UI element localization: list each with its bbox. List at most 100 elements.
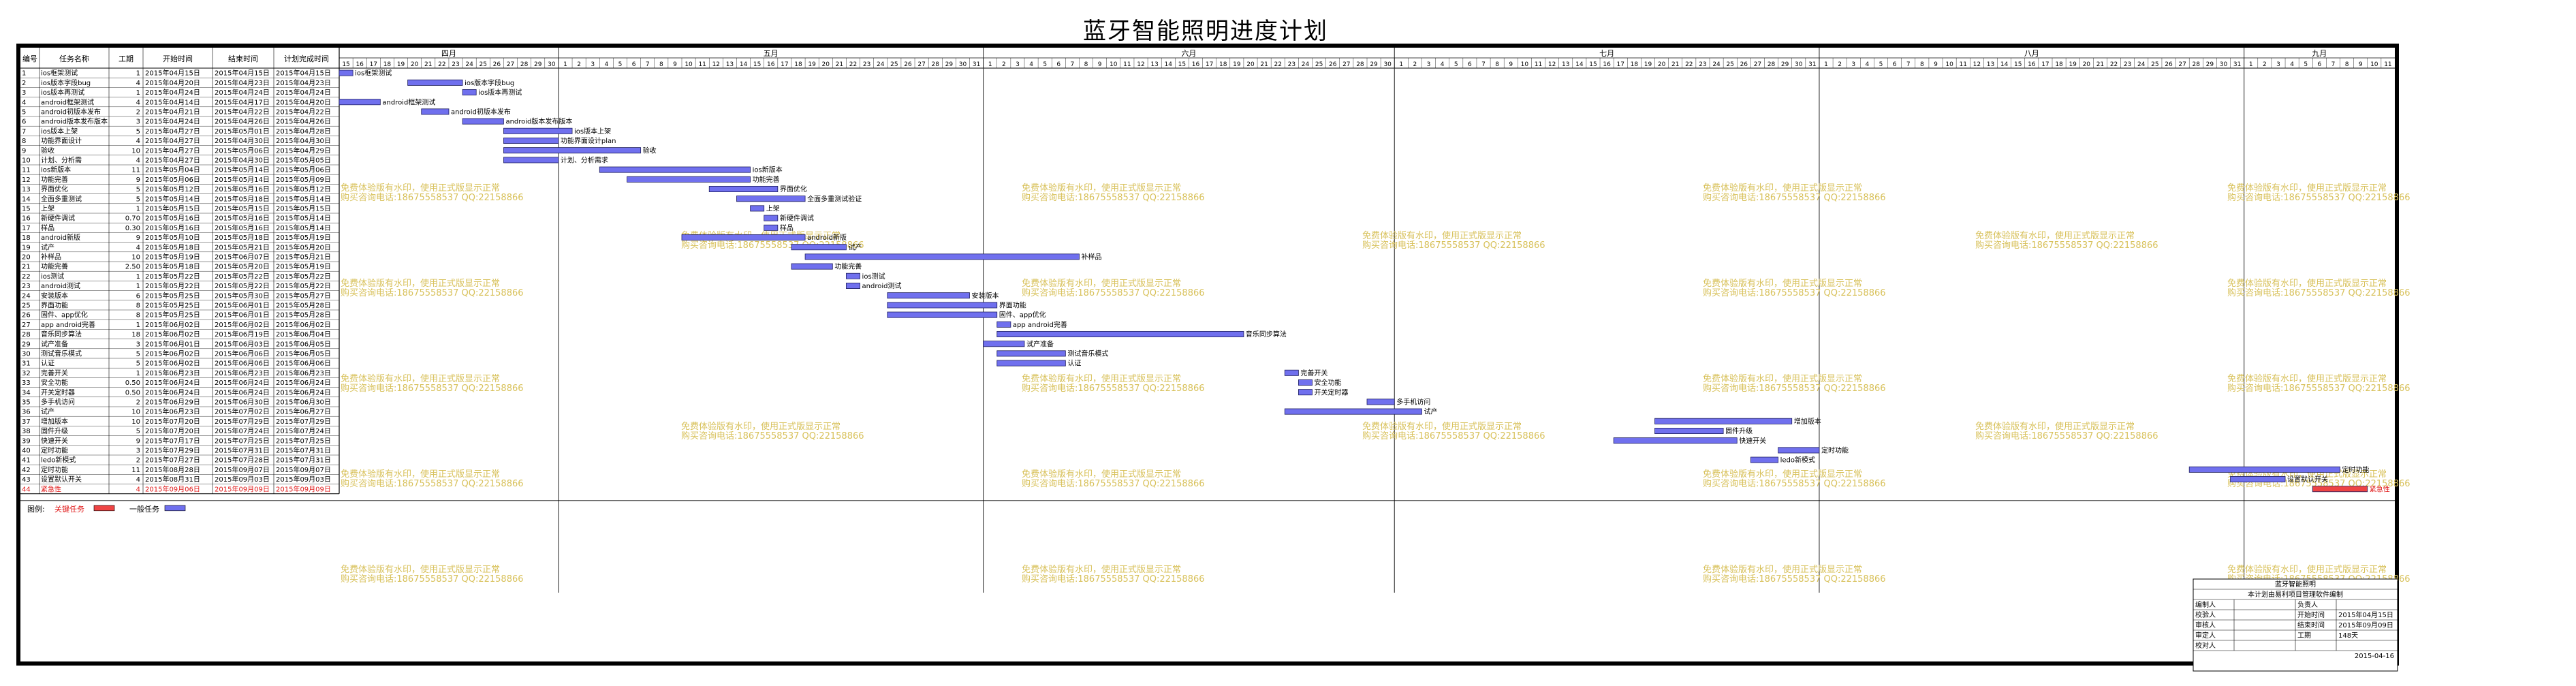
task-id: 11 (22, 167, 31, 174)
task-start: 2015年05月25日 (145, 301, 200, 310)
task-id: 21 (22, 264, 31, 271)
column-header: 计划完成时间 (284, 54, 329, 63)
watermark-line2: 购买咨询电话:18675558537 QQ:22158866 (2227, 383, 2410, 394)
day-label: 9 (1509, 61, 1513, 68)
watermark-line2: 购买咨询电话:18675558537 QQ:22158866 (341, 192, 524, 203)
task-plan: 2015年07月24日 (276, 426, 331, 435)
gantt-bar (1750, 456, 1779, 463)
day-label: 5 (618, 61, 623, 68)
task-start: 2015年06月02日 (145, 359, 200, 368)
watermark-line2: 购买咨询电话:18675558537 QQ:22158866 (2227, 192, 2410, 203)
day-label: 31 (1808, 61, 1816, 68)
day-label: 7 (646, 61, 650, 68)
gantt-bar (996, 321, 1011, 328)
task-id: 7 (22, 128, 26, 136)
day-label: 28 (931, 61, 939, 68)
task-duration: 4 (136, 80, 140, 87)
column-header: 任务名称 (59, 54, 89, 63)
task-duration: 2.50 (125, 264, 140, 271)
task-plan: 2015年06月06日 (276, 359, 331, 368)
task-plan: 2015年06月24日 (276, 378, 331, 387)
day-label: 19 (1233, 61, 1241, 68)
task-id: 17 (22, 225, 31, 232)
bar-label: 定时功能 (2342, 465, 2370, 474)
day-label: 29 (1370, 61, 1378, 68)
watermark-line1: 免费体验版有水印，使用正式版显示正常 (341, 564, 500, 575)
watermark-line1: 免费体验版有水印，使用正式版显示正常 (2227, 564, 2387, 575)
task-id: 4 (22, 99, 26, 106)
watermark-line1: 免费体验版有水印，使用正式版显示正常 (1703, 278, 1862, 289)
bar-label: 增加版本 (1794, 417, 1821, 426)
day-label: 21 (1260, 61, 1268, 68)
task-plan: 2015年05月14日 (276, 214, 331, 223)
day-label: 17 (1206, 61, 1213, 68)
bar-label: 全面多重测试验证 (807, 194, 862, 203)
watermark-line2: 购买咨询电话:18675558537 QQ:22158866 (1362, 240, 1545, 251)
task-name: 设置默认开关 (41, 475, 82, 484)
day-label: 4 (1441, 61, 1445, 68)
day-label: 18 (2055, 61, 2063, 68)
task-end: 2015年04月23日 (215, 78, 270, 87)
bar-label: 安装版本 (972, 291, 999, 300)
task-name: 功能界面设计 (41, 136, 82, 145)
day-label: 9 (673, 61, 677, 68)
gantt-bar (599, 166, 751, 173)
task-plan: 2015年06月05日 (276, 349, 331, 358)
task-name: 界面功能 (41, 301, 68, 310)
task-name: 试产准备 (41, 339, 68, 348)
day-label: 23 (863, 61, 870, 68)
task-plan: 2015年04月20日 (276, 97, 331, 106)
month-label: 七月 (1599, 49, 1614, 58)
task-end: 2015年06月06日 (215, 359, 270, 368)
bar-label: 试产 (1424, 407, 1437, 416)
task-id: 42 (22, 467, 31, 474)
task-start: 2015年06月02日 (145, 349, 200, 358)
day-label: 10 (1945, 61, 1953, 68)
day-label: 20 (1246, 61, 1255, 68)
bar-label: 多手机访问 (1396, 398, 1430, 407)
task-name: 增加版本 (41, 417, 68, 426)
task-start: 2015年04月20日 (145, 78, 200, 87)
day-label: 6 (2317, 61, 2321, 68)
day-label: 10 (685, 61, 693, 68)
bar-label: 快速开关 (1739, 436, 1766, 445)
task-plan: 2015年06月30日 (276, 398, 331, 407)
gantt-bar (846, 272, 860, 279)
task-duration: 1 (136, 70, 140, 78)
task-plan: 2015年05月22日 (276, 272, 331, 281)
page-title: 蓝牙智能照明进度计划 (1083, 18, 1328, 45)
day-label: 26 (1329, 61, 1337, 68)
task-end: 2015年06月24日 (215, 378, 270, 387)
day-label: 26 (904, 61, 912, 68)
bar-label: android初版本发布 (451, 108, 511, 116)
day-label: 29 (534, 61, 542, 68)
task-name: 定时功能 (41, 465, 68, 474)
task-end: 2015年05月18日 (215, 233, 270, 242)
watermark-line2: 购买咨询电话:18675558537 QQ:22158866 (341, 574, 524, 584)
task-end: 2015年04月22日 (215, 108, 270, 116)
task-start: 2015年07月27日 (145, 456, 200, 465)
info-project: 蓝牙智能照明 (2275, 580, 2316, 589)
task-name: 全面多重测试 (41, 194, 82, 203)
day-label: 9 (1934, 61, 1938, 68)
day-label: 16 (1603, 61, 1611, 68)
task-id: 30 (22, 351, 31, 358)
task-plan: 2015年04月23日 (276, 78, 331, 87)
day-label: 4 (2290, 61, 2294, 68)
gantt-bar (791, 263, 833, 270)
day-label: 5 (2304, 61, 2308, 68)
task-duration: 4 (136, 486, 140, 493)
gantt-bar (2230, 476, 2286, 483)
task-name: 认证 (41, 359, 54, 368)
task-start: 2015年05月04日 (145, 166, 200, 174)
task-id: 31 (22, 360, 31, 368)
task-duration: 5 (136, 186, 140, 193)
bar-label: 计划、分析需求 (561, 156, 608, 165)
day-label: 23 (2124, 61, 2131, 68)
day-label: 3 (1016, 61, 1020, 68)
day-label: 2 (1413, 61, 1417, 68)
task-start: 2015年05月18日 (145, 262, 200, 271)
gantt-bar (1613, 437, 1738, 444)
gantt-bar (1284, 408, 1422, 415)
column-header: 编号 (22, 54, 37, 63)
